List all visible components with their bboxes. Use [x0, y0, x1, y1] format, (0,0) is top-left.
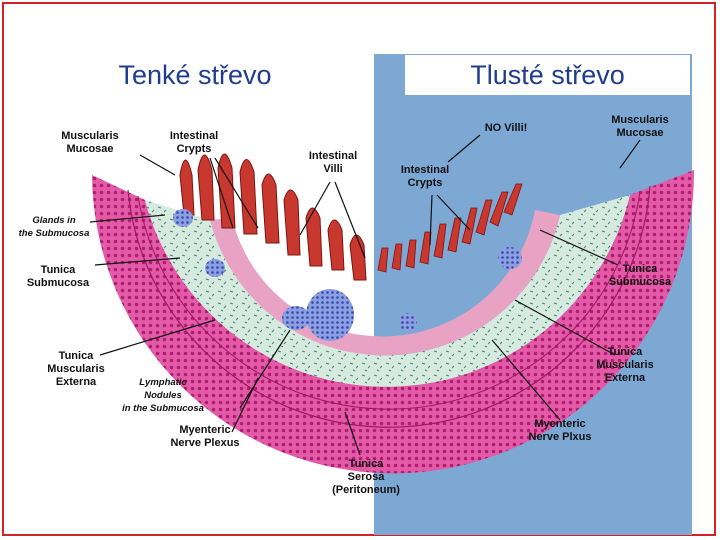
pointer-lines [89, 134, 641, 456]
label-intestinal-crypts-left: Intestinal Crypts [169, 130, 219, 155]
label-lymphatic-nodules: Lymphatic Nodules in the Submucosa [122, 377, 204, 414]
label-glands-submucosa: Glands in the Submucosa [18, 215, 90, 239]
label-myenteric-plexus-left: Myenteric Nerve Plexus [170, 424, 240, 449]
crypts-group [377, 183, 523, 273]
label-intestinal-crypts-right: Intestinal Crypts [400, 164, 450, 189]
label-tunica-submucosa-right: Tunica Submucosa [608, 263, 672, 288]
title-small-intestine: Tenké střevo [118, 60, 272, 90]
label-tunica-muscularis-externa-right: Tunica Muscularis Externa [596, 346, 654, 384]
submucosa-layer [145, 195, 630, 387]
label-tunica-serosa: Tunica Serosa (Peritoneum) [332, 458, 400, 496]
label-myenteric-plexus-right: Myenteric Nerve Plxus [528, 418, 592, 443]
label-intestinal-villi: Intestinal Villi [308, 150, 358, 175]
muscularis-externa-layer [92, 170, 695, 474]
label-muscularis-mucosae-left: Muscularis Mucosae [61, 130, 119, 155]
label-tunica-muscularis-externa-left: Tunica Muscularis Externa [47, 350, 105, 388]
lymphatic-nodules [173, 209, 522, 341]
villi-group [179, 153, 367, 281]
title-large-intestine: Tlusté střevo [405, 55, 690, 95]
label-tunica-submucosa-left: Tunica Submucosa [26, 264, 90, 289]
label-muscularis-mucosae-right: Muscularis Mucosae [611, 114, 669, 139]
label-no-villi: NO Villi! [484, 122, 528, 134]
